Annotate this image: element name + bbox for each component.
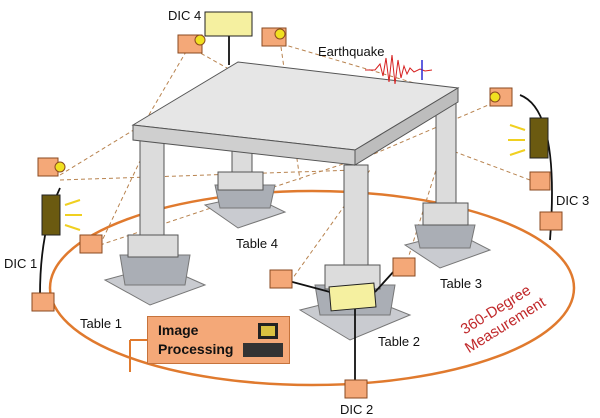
dic2-label: DIC 2	[340, 402, 374, 417]
earthquake-label: Earthquake	[318, 44, 385, 59]
camera-icon	[344, 379, 368, 399]
camera-icon	[539, 211, 563, 231]
camera-icon	[392, 257, 416, 277]
camera-icon	[31, 292, 55, 312]
camera-icon	[269, 269, 293, 289]
camera-icon	[79, 234, 103, 254]
dic1-label: DIC 1	[4, 256, 38, 271]
light-rays	[64, 124, 526, 231]
image-processing-line1: Image	[158, 322, 199, 338]
earthquake-signal-icon	[365, 54, 433, 85]
dic3-projector	[529, 117, 549, 159]
dic4-projector	[204, 11, 253, 37]
table1-label: Table 1	[80, 316, 122, 331]
table4-label: Table 4	[236, 236, 278, 251]
image-processing-line2: Processing	[158, 341, 234, 357]
camera-icon	[529, 171, 551, 191]
table2-label: Table 2	[378, 334, 420, 349]
dic3-label: DIC 3	[556, 193, 590, 208]
image-processing-box: Image Processing	[147, 316, 290, 364]
dic2-projector	[328, 282, 377, 312]
floor-slab	[131, 61, 460, 166]
dic4-label: DIC 4	[168, 8, 202, 23]
orbit-ellipse	[48, 189, 576, 387]
cameras	[31, 27, 563, 399]
projectors	[41, 11, 549, 312]
dic1-projector	[41, 194, 61, 236]
computer-icon	[243, 323, 283, 357]
table3-label: Table 3	[440, 276, 482, 291]
